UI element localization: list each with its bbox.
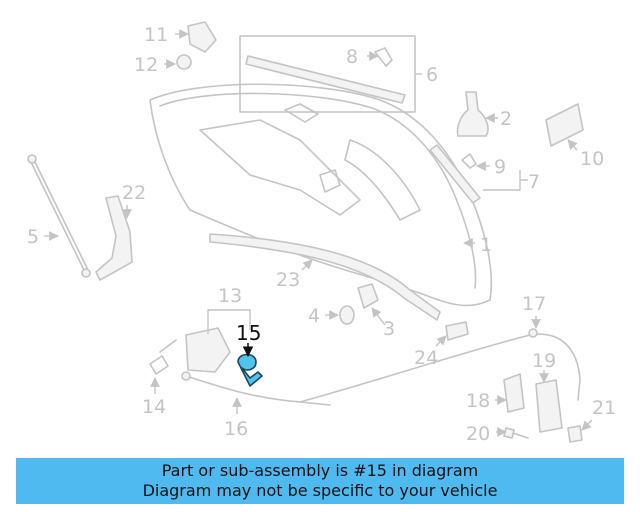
callout-1: 1 (480, 234, 492, 256)
callout-8: 8 (346, 46, 358, 68)
callout-18: 18 (466, 390, 490, 412)
callout-19: 19 (532, 350, 556, 372)
seal-23 (209, 233, 441, 321)
info-banner: Part or sub-assembly is #15 in diagram D… (16, 458, 624, 504)
clip-11 (187, 21, 217, 53)
callout-24: 24 (414, 347, 438, 369)
callout-6: 6 (426, 64, 438, 86)
release-cable-16 (181, 371, 331, 406)
callout-4: 4 (308, 305, 320, 327)
clip-21 (567, 425, 583, 443)
part-24 (445, 321, 469, 341)
banner-line-2: Diagram may not be specific to your vehi… (142, 481, 498, 500)
latch-13 (185, 327, 231, 373)
seal-6 (239, 35, 416, 113)
release-cable-17 (299, 328, 581, 403)
bracket-19 (535, 379, 563, 433)
callout-14: 14 (142, 396, 166, 418)
bolt-20 (503, 427, 529, 439)
callout-23: 23 (276, 269, 300, 291)
seal-7 (429, 144, 481, 204)
callout-5: 5 (27, 226, 39, 248)
callout-16: 16 (224, 418, 248, 440)
highlighted-part-15[interactable] (237, 353, 263, 387)
callout-17: 17 (522, 293, 546, 315)
hood-panel (149, 83, 493, 307)
callout-21: 21 (592, 397, 616, 419)
callout-2: 2 (500, 108, 512, 130)
callout-7: 7 (528, 171, 540, 193)
callout-15: 15 (236, 321, 261, 345)
callout-10: 10 (580, 148, 604, 170)
leader-lines (44, 29, 593, 437)
callout-9: 9 (494, 156, 506, 178)
bumper-3 (357, 283, 379, 309)
banner-line-1: Part or sub-assembly is #15 in diagram (161, 461, 479, 480)
handle-18 (503, 373, 525, 413)
label-10 (545, 103, 584, 147)
callout-12: 12 (134, 54, 158, 76)
parts-diagram: 1 2 3 4 5 6 7 8 9 10 11 12 13 14 15 16 1… (27, 21, 616, 445)
callout-20: 20 (466, 423, 490, 445)
hood-strut-5 (27, 154, 91, 278)
bolt-14 (149, 339, 177, 375)
callout-11: 11 (144, 24, 168, 46)
callout-13: 13 (218, 285, 242, 307)
clip-12 (176, 54, 192, 70)
callout-22: 22 (122, 182, 146, 204)
callout-3: 3 (383, 318, 395, 340)
bumper-2 (456, 91, 489, 137)
cap-4 (339, 305, 355, 325)
